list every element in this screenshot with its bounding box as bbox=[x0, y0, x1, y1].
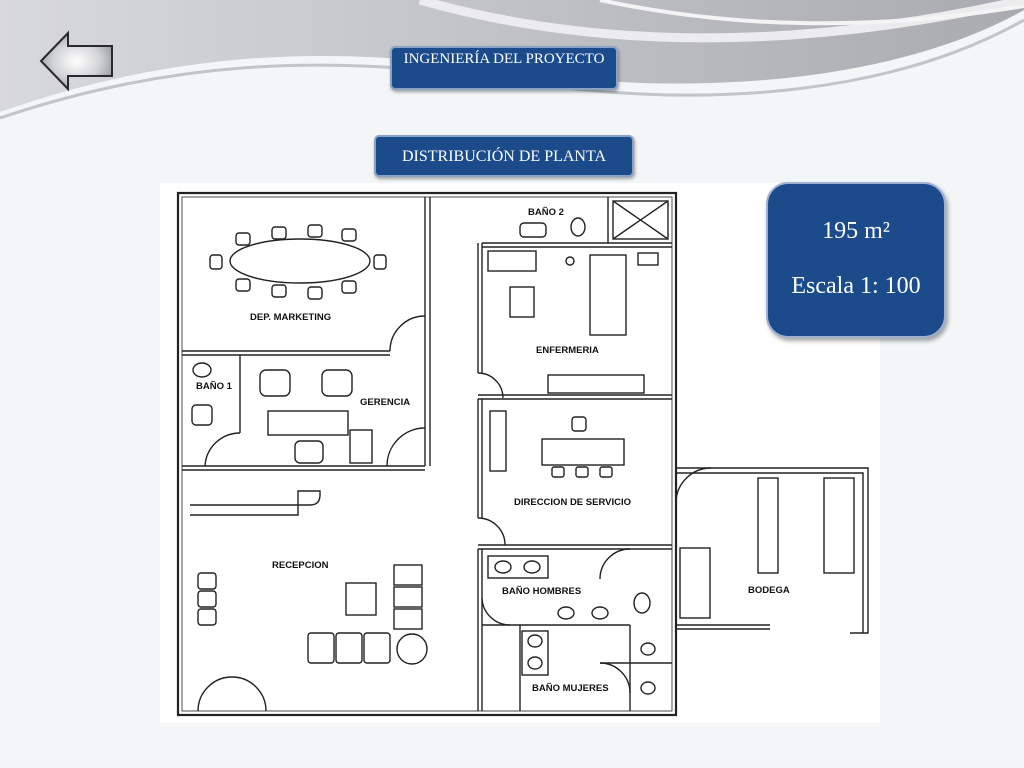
room-label-bano-mujeres: BAÑO MUJERES bbox=[532, 683, 609, 694]
area-value: 195 m² bbox=[822, 218, 890, 244]
room-label-bano-hombres: BAÑO HOMBRES bbox=[502, 586, 581, 597]
room-label-bodega: BODEGA bbox=[748, 585, 790, 596]
room-label-bano1: BAÑO 1 bbox=[196, 381, 233, 392]
room-label-bano2: BAÑO 2 bbox=[528, 207, 564, 218]
area-info-box: 195 m² Escala 1: 100 bbox=[766, 182, 946, 338]
scale-value: Escala 1: 100 bbox=[791, 273, 921, 299]
room-label-gerencia: GERENCIA bbox=[360, 397, 410, 408]
back-button[interactable] bbox=[38, 30, 116, 92]
room-label-recepcion: RECEPCION bbox=[272, 560, 329, 571]
room-label-enfermeria: ENFERMERIA bbox=[536, 345, 599, 356]
project-label: INGENIERÍA DEL PROYECTO bbox=[390, 46, 618, 90]
section-label: DISTRIBUCIÓN DE PLANTA bbox=[374, 135, 634, 177]
room-label-marketing: DEP. MARKETING bbox=[250, 312, 331, 323]
room-label-direccion: DIRECCION DE SERVICIO bbox=[514, 497, 631, 508]
floor-plan: DEP. MARKETING BAÑO 1 GERENCIA RECEPCION… bbox=[160, 183, 880, 723]
outer-wall bbox=[176, 191, 678, 717]
left-arrow-icon bbox=[39, 30, 113, 92]
